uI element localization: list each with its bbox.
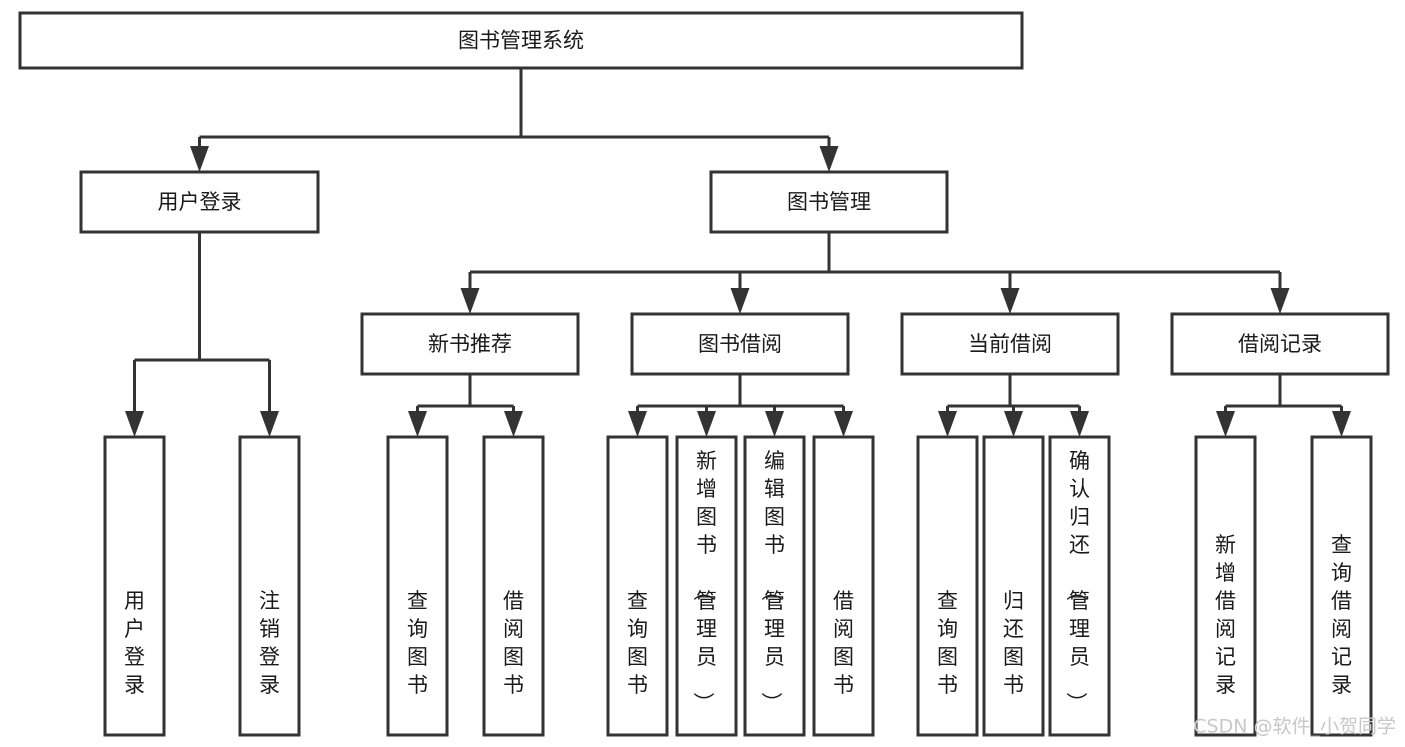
node-label-leaf-logout: 注销登录	[259, 589, 280, 697]
node-box-leaf-query-book-borrow	[606, 435, 669, 737]
node-box-leaf-add-book-admin	[675, 435, 738, 737]
node-label-leaf-confirm-return-admin: 确认归还（管理员）	[1064, 449, 1090, 713]
node-label-current-borrow: 当前借阅	[968, 332, 1052, 356]
node-box-leaf-user-login	[103, 435, 166, 737]
node-box-book-manage	[709, 170, 949, 234]
node-box-leaf-edit-book-admin	[743, 435, 806, 737]
node-box-book-borrow	[630, 312, 850, 376]
node-box-root	[18, 11, 1024, 70]
node-box-borrow-record	[1170, 312, 1390, 376]
node-label-book-manage: 图书管理	[787, 190, 871, 214]
node-leaf-add-borrow-record[interactable]: 新增借阅记录	[1194, 435, 1257, 737]
node-label-leaf-add-borrow-record: 新增借阅记录	[1215, 533, 1236, 697]
connector-user-login	[125, 232, 279, 437]
node-box-leaf-query-book-current	[916, 435, 979, 737]
node-label-leaf-add-book-admin: 新增图书（管理员）	[691, 449, 717, 713]
node-user-login[interactable]: 用户登录	[79, 170, 320, 234]
node-leaf-query-book-rec[interactable]: 查询图书	[386, 435, 449, 737]
node-label-user-login: 用户登录	[158, 190, 242, 214]
node-current-borrow[interactable]: 当前借阅	[900, 312, 1120, 376]
node-leaf-query-borrow-record[interactable]: 查询借阅记录	[1310, 435, 1373, 737]
node-box-new-book-recommend	[360, 312, 580, 376]
node-leaf-user-login[interactable]: 用户登录	[103, 435, 166, 737]
node-leaf-borrow-book[interactable]: 借阅图书	[812, 435, 875, 737]
node-box-leaf-query-book-rec	[386, 435, 449, 737]
node-box-leaf-query-borrow-record	[1310, 435, 1373, 737]
connector-new-book-recommend	[408, 374, 523, 437]
node-box-leaf-confirm-return-admin	[1048, 435, 1111, 737]
node-label-leaf-query-book-current: 查询图书	[937, 589, 958, 697]
node-label-leaf-query-book-borrow: 查询图书	[627, 589, 648, 697]
node-leaf-return-book[interactable]: 归还图书	[982, 435, 1045, 737]
node-box-leaf-add-borrow-record	[1194, 435, 1257, 737]
node-leaf-query-book-current[interactable]: 查询图书	[916, 435, 979, 737]
csdn-watermark: CSDN @软件_小贺同学	[1193, 716, 1396, 738]
connector-current-borrow	[938, 374, 1089, 437]
connector-book-borrow	[628, 374, 853, 437]
node-label-leaf-user-login: 用户登录	[124, 589, 145, 697]
node-label-book-borrow: 图书借阅	[698, 332, 782, 356]
node-label-leaf-query-borrow-record: 查询借阅记录	[1331, 533, 1352, 697]
node-new-book-recommend[interactable]: 新书推荐	[360, 312, 580, 376]
node-label-leaf-edit-book-admin: 编辑图书（管理员）	[759, 449, 785, 713]
node-leaf-borrow-book-rec[interactable]: 借阅图书	[482, 435, 545, 737]
node-layer: 图书管理系统用户登录图书管理新书推荐图书借阅当前借阅借阅记录用户登录注销登录查询…	[18, 11, 1390, 737]
node-label-root: 图书管理系统	[458, 29, 584, 53]
node-box-leaf-logout	[238, 435, 301, 737]
node-leaf-query-book-borrow[interactable]: 查询图书	[606, 435, 669, 737]
node-box-leaf-return-book	[982, 435, 1045, 737]
node-box-user-login	[79, 170, 320, 234]
node-label-new-book-recommend: 新书推荐	[428, 332, 512, 356]
node-leaf-confirm-return-admin[interactable]: 确认归还（管理员）	[1048, 435, 1111, 737]
node-label-leaf-return-book: 归还图书	[1003, 589, 1024, 697]
node-box-leaf-borrow-book-rec	[482, 435, 545, 737]
connector-root	[190, 68, 839, 172]
node-box-current-borrow	[900, 312, 1120, 376]
connector-layer	[125, 68, 1351, 437]
node-book-manage[interactable]: 图书管理	[709, 170, 949, 234]
node-book-borrow[interactable]: 图书借阅	[630, 312, 850, 376]
connector-borrow-record	[1216, 374, 1351, 437]
node-label-leaf-borrow-book: 借阅图书	[833, 589, 854, 697]
node-label-leaf-query-book-rec: 查询图书	[407, 589, 428, 697]
node-box-leaf-borrow-book	[812, 435, 875, 737]
node-leaf-logout[interactable]: 注销登录	[238, 435, 301, 737]
connector-book-manage	[460, 232, 1290, 314]
node-leaf-add-book-admin[interactable]: 新增图书（管理员）	[675, 435, 738, 737]
node-label-leaf-borrow-book-rec: 借阅图书	[503, 589, 524, 697]
node-leaf-edit-book-admin[interactable]: 编辑图书（管理员）	[743, 435, 806, 737]
node-borrow-record[interactable]: 借阅记录	[1170, 312, 1390, 376]
node-root[interactable]: 图书管理系统	[18, 11, 1024, 70]
node-label-borrow-record: 借阅记录	[1238, 332, 1322, 356]
